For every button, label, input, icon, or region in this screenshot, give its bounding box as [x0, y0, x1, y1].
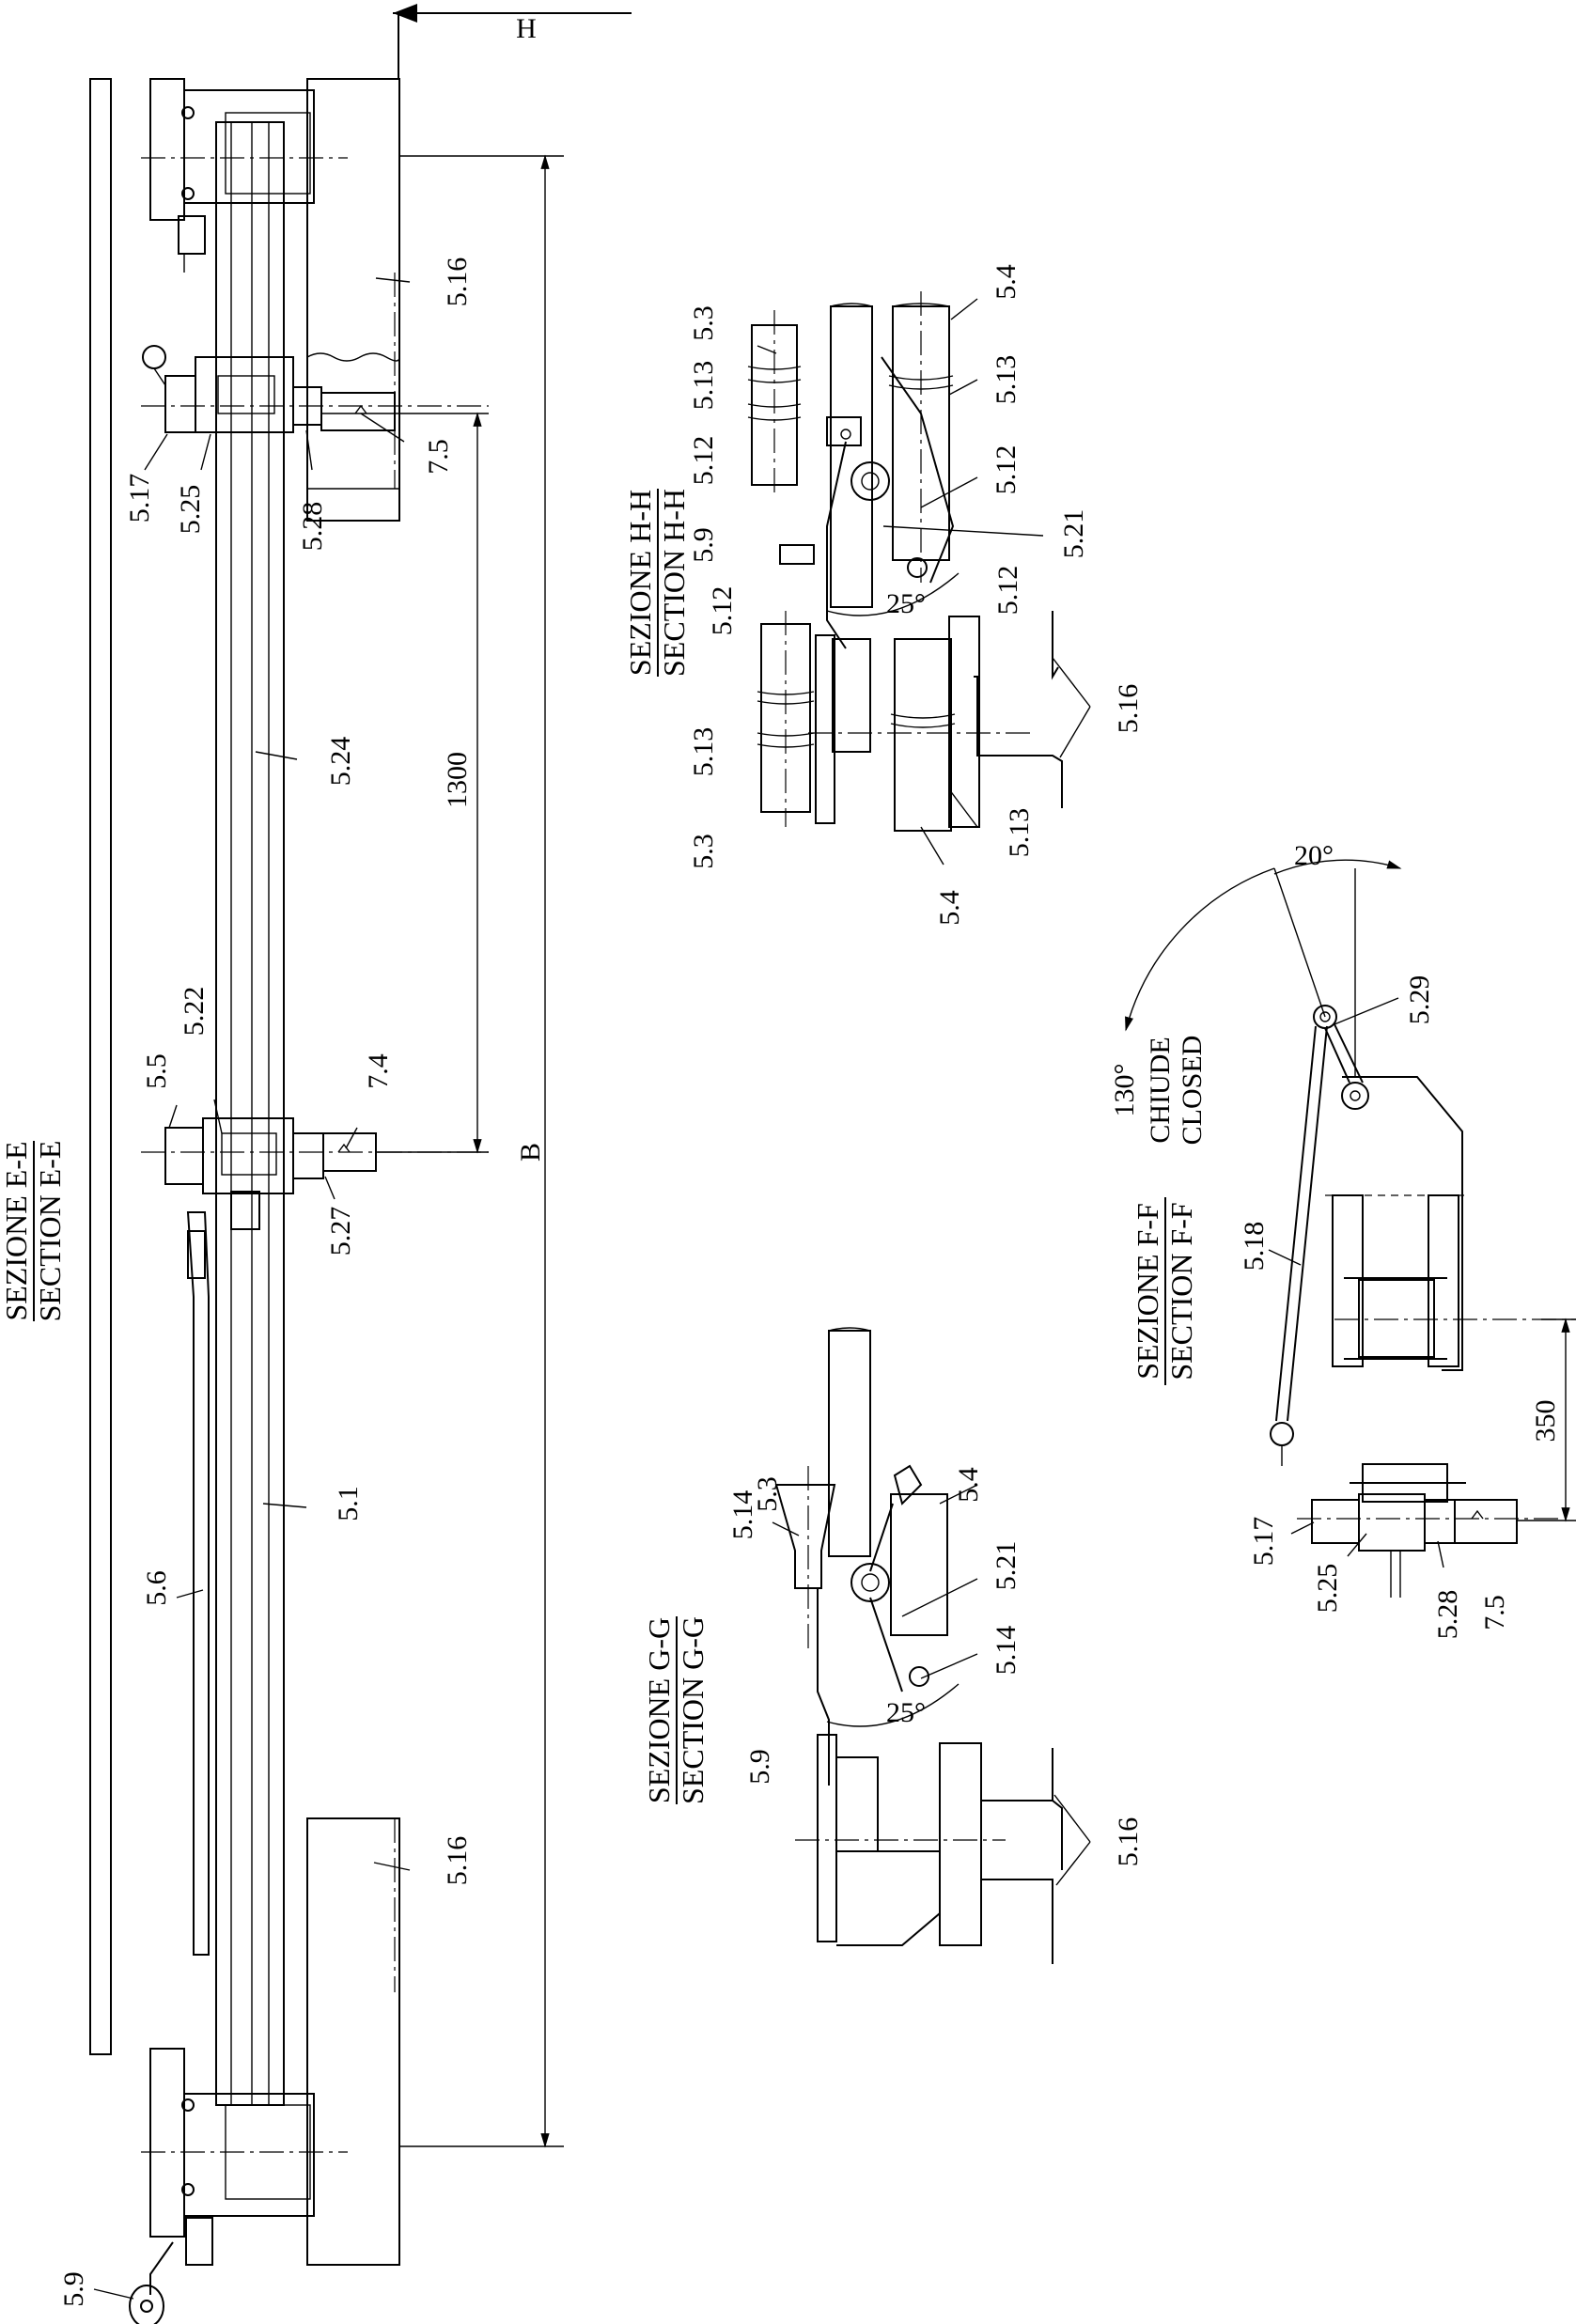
- label-5-24: 5.24: [325, 737, 356, 787]
- f-label-5-28: 5.28: [1432, 1590, 1463, 1640]
- g-label-5-9: 5.9: [744, 1749, 775, 1785]
- section-f-title: SEZIONE F-F SECTION F-F: [1131, 1197, 1198, 1385]
- f-label-5-29: 5.29: [1404, 975, 1435, 1025]
- h-label-5-12-b: 5.12: [707, 586, 738, 636]
- h-label-5-13-a: 5.13: [688, 361, 719, 411]
- section-e-labels: H 5.16 5.17 5.25 5.28 7.5 5.24 1300 5.5 …: [58, 13, 546, 2307]
- g-label-5-21: 5.21: [991, 1541, 1022, 1591]
- g-label-5-3: 5.3: [752, 1476, 783, 1512]
- f-label-5-25: 5.25: [1312, 1564, 1343, 1614]
- f-label-350: 350: [1530, 1400, 1561, 1443]
- g-label-5-14-a: 5.14: [727, 1490, 758, 1540]
- g-label-5-4: 5.4: [953, 1467, 984, 1503]
- label-5-1: 5.1: [333, 1486, 364, 1521]
- section-e-view: [89, 4, 632, 2324]
- section-f-labels: 20° 130° CHIUDE CLOSED 5.29 5.18 350 5.1…: [1109, 840, 1561, 1639]
- section-e-title: SEZIONE E-E SECTION E-E: [0, 1141, 67, 1322]
- g-label-angle: 25°: [886, 1697, 926, 1728]
- dim-1300: 1300: [442, 752, 473, 808]
- section-f-title-it: SEZIONE F-F: [1131, 1203, 1164, 1380]
- h-label-5-3-a: 5.3: [688, 305, 719, 341]
- f-label-5-18: 5.18: [1239, 1222, 1270, 1271]
- f-label-closed-it: CHIUDE: [1145, 1037, 1176, 1143]
- label-5-22: 5.22: [179, 987, 210, 1037]
- f-label-angle-130: 130°: [1109, 1064, 1140, 1117]
- label-7-4: 7.4: [363, 1053, 394, 1089]
- h-label-5-12-c: 5.12: [991, 445, 1022, 495]
- f-label-angle-20: 20°: [1294, 840, 1334, 871]
- section-h-view: [747, 291, 1091, 866]
- g-label-5-14-b: 5.14: [991, 1626, 1022, 1676]
- dim-B: B: [515, 1143, 546, 1162]
- label-5-25: 5.25: [175, 485, 206, 535]
- h-label-5-9: 5.9: [688, 527, 719, 563]
- section-arrow-label: H: [516, 13, 537, 44]
- h-label-5-3-b: 5.3: [688, 834, 719, 869]
- section-g-title-en: SECTION G-G: [676, 1616, 710, 1804]
- section-h-title: SEZIONE H-H SECTION H-H: [623, 489, 691, 677]
- section-g-view: [772, 1327, 1091, 1964]
- label-5-28: 5.28: [297, 502, 328, 552]
- h-label-5-12-a: 5.12: [688, 436, 719, 486]
- label-5-6: 5.6: [141, 1570, 172, 1606]
- h-label-5-21: 5.21: [1058, 509, 1089, 559]
- label-5-16-top: 5.16: [442, 257, 473, 307]
- section-h-labels: 5.3 5.13 5.12 5.9 5.12 5.13 5.3 5.4 5.13…: [688, 264, 1144, 926]
- h-label-5-13-b: 5.13: [688, 727, 719, 777]
- h-label-5-16: 5.16: [1113, 684, 1144, 734]
- g-label-5-16: 5.16: [1113, 1817, 1144, 1867]
- h-label-5-4-a: 5.4: [991, 264, 1022, 300]
- h-label-5-13-c: 5.13: [991, 355, 1022, 405]
- label-5-17: 5.17: [124, 474, 155, 523]
- section-g-title: SEZIONE G-G SECTION G-G: [642, 1616, 710, 1804]
- section-g-labels: 5.3 5.4 5.14 5.21 5.14 5.9 25° 5.16: [727, 1467, 1144, 1866]
- f-label-7-5: 7.5: [1479, 1595, 1510, 1630]
- section-f-title-en: SECTION F-F: [1164, 1202, 1198, 1380]
- h-label-5-4-b: 5.4: [934, 890, 965, 926]
- section-h-title-it: SEZIONE H-H: [623, 490, 657, 676]
- f-label-closed-en: CLOSED: [1177, 1036, 1208, 1146]
- section-f-view: [1125, 859, 1576, 1598]
- label-5-9: 5.9: [58, 2271, 89, 2307]
- label-5-16-bottom: 5.16: [442, 1836, 473, 1886]
- f-label-5-17: 5.17: [1248, 1517, 1279, 1567]
- h-label-angle: 25°: [886, 588, 926, 619]
- h-label-5-13-d: 5.13: [1004, 808, 1035, 858]
- section-h-title-en: SECTION H-H: [657, 489, 691, 677]
- h-label-5-12-d: 5.12: [992, 566, 1023, 616]
- label-5-27: 5.27: [325, 1207, 356, 1256]
- label-7-5: 7.5: [423, 439, 454, 475]
- label-5-5: 5.5: [141, 1053, 172, 1089]
- section-g-title-it: SEZIONE G-G: [642, 1617, 676, 1803]
- section-e-title-en: SECTION E-E: [33, 1141, 67, 1322]
- section-e-title-it: SEZIONE E-E: [0, 1141, 33, 1320]
